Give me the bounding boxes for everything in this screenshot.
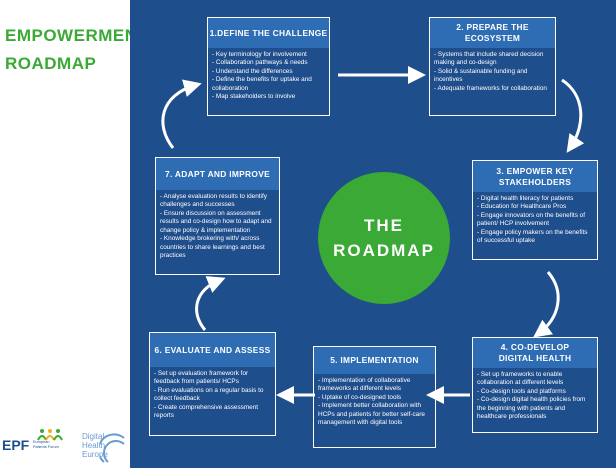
step-1-items: - Key terminology for involvement - Coll… [208,48,329,105]
step-4-items: - Set up frameworks to enable collaborat… [473,368,597,425]
step-1-item: - Understand the differences [212,67,293,75]
dhe-line-2: Health [82,440,106,450]
footer-logos [0,424,130,468]
step-5-item: - Implementation of collaborative framew… [318,377,411,393]
step-6-title: 6. EVALUATE AND ASSESS [150,333,275,367]
step-2-item: - Systems that include shared decision m… [434,51,544,67]
step-5-item: - Uptake of co-designed tools [318,393,402,401]
center-line-1: THE [364,215,404,235]
step-2-title: 2. PREPARE THE ECOSYSTEM [430,18,555,48]
center-roadmap-circle: THE ROADMAP [318,172,450,304]
step-2-items: - Systems that include shared decision m… [430,48,555,96]
step-7-item: - Analyse evaluation results to identify… [160,193,267,209]
page-title: EMPOWERMENT ROADMAP [5,22,148,78]
dhe-logo-text: Digital Health Europe [82,432,130,459]
step-3-item: - Digital health literacy for patients [477,195,574,202]
step-1-item: - Key terminology for involvement [212,51,307,58]
step-5-items: - Implementation of collaborative framew… [314,374,435,431]
step-4-title: 4. CO-DEVELOP DIGITAL HEALTH [473,338,597,368]
dhe-wave-icon [100,433,125,463]
step-5-title: 5. IMPLEMENTATION [314,347,435,374]
title-line-1: EMPOWERMENT [5,26,149,45]
step-1-box: 1.DEFINE THE CHALLENGE - Key terminology… [207,17,330,116]
step-6-items: - Set up evaluation framework for feedba… [150,367,275,424]
step-7-box: 7. ADAPT AND IMPROVE - Analyse evaluatio… [155,157,280,275]
title-line-2: ROADMAP [5,54,97,73]
step-6-item: - Set up evaluation framework for feedba… [154,370,249,386]
dhe-line-3: Europe [82,449,108,459]
left-panel: EMPOWERMENT ROADMAP [0,0,148,468]
step-7-items: - Analyse evaluation results to identify… [156,190,279,264]
center-line-2: ROADMAP [333,241,435,260]
step-5-item: - Implement better collaboration with HC… [318,402,425,427]
step-6-item: - Run evaluations on a regular basis to … [154,386,264,403]
epf-logo-subtext: European Patients Forum [33,440,59,449]
step-1-item: - Collaboration pathways & needs [212,59,308,67]
step-3-item: - Engage policy makers on the benefits o… [477,228,588,245]
step-4-item: - Co-design tools and platforms [477,387,566,395]
step-1-item: - Define the benefits for uptake and col… [212,76,312,92]
step-6-box: 6. EVALUATE AND ASSESS - Set up evaluati… [149,332,276,436]
step-3-title: 3. EMPOWER KEY STAKEHOLDERS [473,161,597,192]
step-3-box: 3. EMPOWER KEY STAKEHOLDERS - Digital he… [472,160,598,260]
dhe-line-1: Digital [82,432,105,441]
step-3-items: - Digital health literacy for patients -… [473,192,597,249]
step-2-item: - Adequate frameworks for collaboration [434,84,547,92]
step-7-item: - Ensure discussion on assessment result… [160,209,272,234]
step-3-item: - Education for Healthcare Pros [477,203,567,211]
epf-logo-text: EPF [2,437,30,453]
step-2-box: 2. PREPARE THE ECOSYSTEM - Systems that … [429,17,556,116]
step-1-item: - Map stakeholders to involve [212,93,296,101]
step-3-item: - Engage innovators on the benefits of p… [477,211,586,228]
step-1-title: 1.DEFINE THE CHALLENGE [208,18,329,48]
step-6-item: - Create comprehensive assessment report… [154,403,259,420]
step-7-item: - Knowledge brokering with/ across count… [160,235,265,260]
step-2-item: - Solid & sustainable funding and incent… [434,67,528,84]
step-4-item: - Set up frameworks to enable collaborat… [477,371,564,387]
step-5-box: 5. IMPLEMENTATION - Implementation of co… [313,346,436,448]
step-4-item: - Co-design digital health policies from… [477,396,586,421]
step-7-title: 7. ADAPT AND IMPROVE [156,158,279,190]
step-4-box: 4. CO-DEVELOP DIGITAL HEALTH - Set up fr… [472,337,598,433]
epf-people-icon [37,429,63,441]
